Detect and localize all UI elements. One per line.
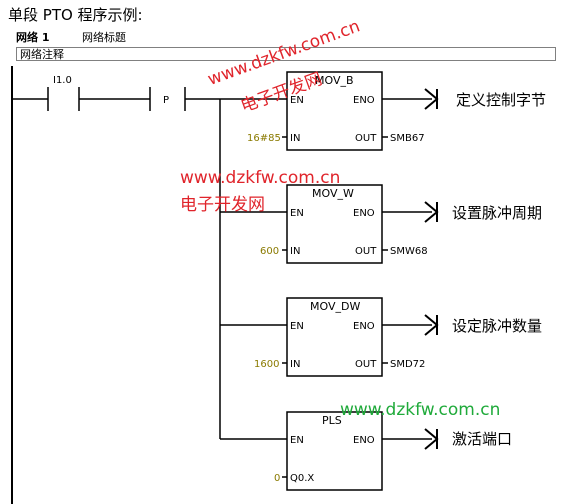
out-operand[interactable]: SMD72 [390,359,425,370]
out-pin: OUT [355,246,377,257]
network-comment[interactable]: 网络注释 [16,47,556,61]
eno-pin: ENO [353,208,375,219]
watermark-url: www.dzkfw.com.cn [180,168,341,188]
block-name: PLS [322,414,342,427]
page-title: 单段 PTO 程序示例: [8,6,143,24]
annotation-activate-port: 激活端口 [452,430,513,448]
network-label: 网络 1 [16,31,50,44]
block-mov-b[interactable]: MOV_B EN ENO IN OUT [286,71,383,151]
annotation-pulse-count: 设定脉冲数量 [452,317,543,335]
out-pin: OUT [355,359,377,370]
en-pin: EN [290,435,304,446]
block-mov-w[interactable]: MOV_W EN ENO IN OUT [286,184,383,264]
watermark-url: www.dzkfw.com.cn [340,400,501,420]
annotation-pulse-period: 设置脉冲周期 [452,204,543,222]
in-operand[interactable]: 1600 [254,359,279,370]
in-pin: IN [290,359,300,370]
out-operand[interactable]: SMB67 [390,133,425,144]
q0x-pin: Q0.X [290,473,314,484]
out-operand[interactable]: SMW68 [390,246,428,257]
eno-pin: ENO [353,321,375,332]
block-mov-dw[interactable]: MOV_DW EN ENO IN OUT [286,297,383,377]
in-pin: IN [290,246,300,257]
edge-detector-label[interactable]: P [163,95,169,106]
block-name: MOV_B [315,74,354,87]
network-title: 网络标题 [82,31,126,44]
block-name: MOV_W [312,187,354,200]
in-operand[interactable]: 600 [260,246,279,257]
contact-address[interactable]: I1.0 [53,75,72,86]
en-pin: EN [290,95,304,106]
in-operand[interactable]: 16#85 [247,133,281,144]
block-name: MOV_DW [310,300,360,313]
en-pin: EN [290,321,304,332]
en-pin: EN [290,208,304,219]
out-pin: OUT [355,133,377,144]
in-operand[interactable]: 0 [274,473,280,484]
eno-pin: ENO [353,95,375,106]
in-pin: IN [290,133,300,144]
eno-pin: ENO [353,435,375,446]
annotation-control-byte: 定义控制字节 [456,91,547,109]
block-pls[interactable]: PLS EN ENO Q0.X [286,411,383,491]
watermark-site: 电子开发网 [180,195,265,215]
